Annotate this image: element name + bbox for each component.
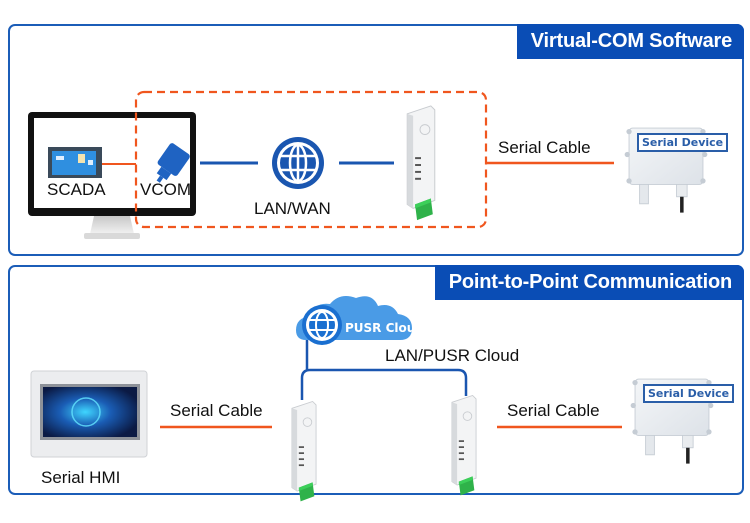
serial-device-server-right-icon (451, 394, 477, 496)
scada-screen-icon (48, 147, 102, 178)
serial-hmi-label: Serial HMI (41, 468, 121, 487)
virtual-com-title: Virtual-COM Software (516, 24, 744, 59)
serial-cable-left-label: Serial Cable (170, 401, 263, 420)
touch-panel-icon (30, 370, 148, 458)
serial-cable-label: Serial Cable (498, 138, 591, 157)
db9-connector-icon (156, 143, 190, 183)
virtual-com-boundary (134, 90, 488, 229)
vcom-label: VCOM (140, 180, 191, 199)
cloud-branch-lines (300, 340, 468, 400)
point-to-point-title: Point-to-Point Communication (434, 265, 744, 300)
cloud-icon (296, 296, 412, 345)
pusr-cloud-badge: PUSR Cloud (345, 321, 424, 335)
globe-network-icon (272, 137, 324, 189)
scada-label: SCADA (47, 180, 106, 199)
serial-device-badge-2: Serial Device (643, 384, 735, 403)
lan-pusr-cloud-label: LAN/PUSR Cloud (385, 346, 520, 365)
serial-device-server-icon (406, 105, 436, 221)
serial-device-server-left-icon (291, 400, 317, 502)
serial-device-badge: Serial Device (637, 133, 729, 152)
serial-cable-right-label: Serial Cable (507, 401, 600, 420)
lan-wan-label: LAN/WAN (254, 199, 331, 218)
